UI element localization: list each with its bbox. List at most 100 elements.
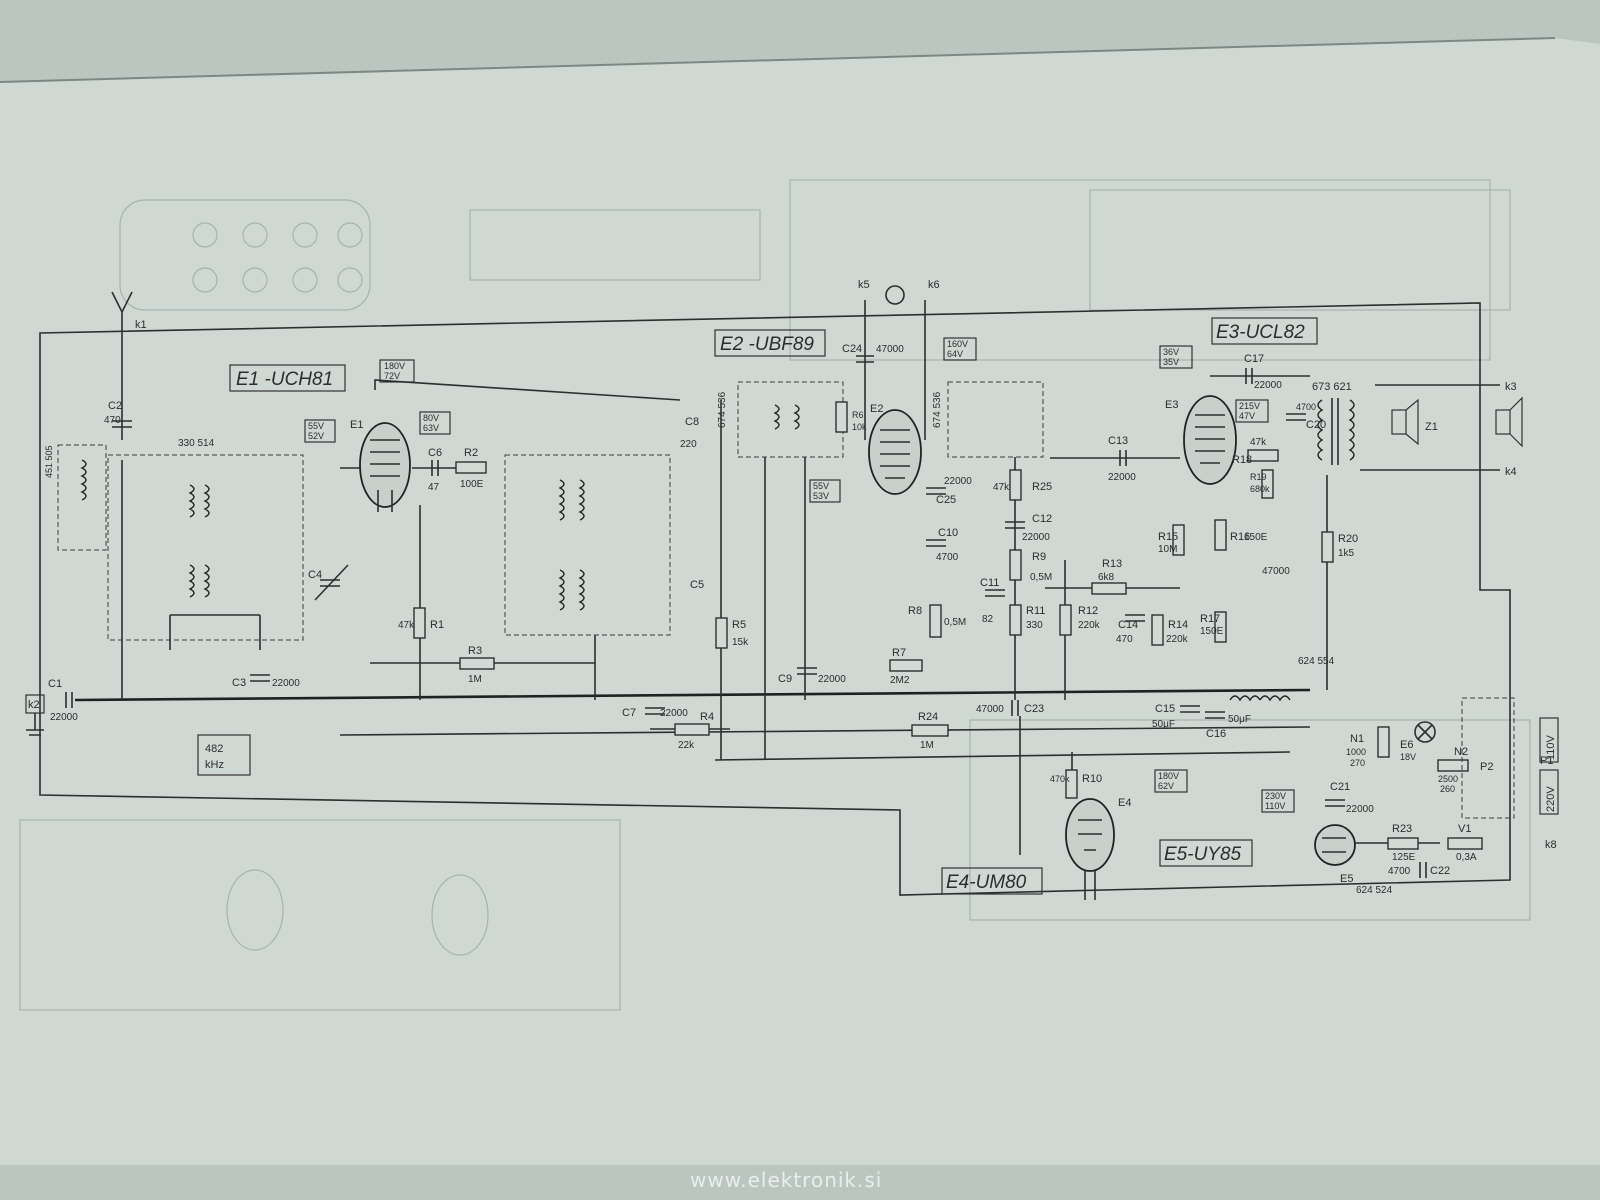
c13-value: 22000 <box>1108 472 1136 483</box>
e6-label: E6 <box>1400 739 1413 751</box>
e3-short: E3 <box>1165 399 1178 411</box>
capacitor-c15 <box>1180 705 1200 713</box>
k2-label: k2 <box>28 699 40 711</box>
capacitor-c11 <box>985 589 1005 597</box>
c19-value: 47000 <box>1262 566 1290 577</box>
r16-value: 150E <box>1244 532 1268 543</box>
if-frequency-box <box>197 734 251 776</box>
c17-value: 22000 <box>1254 380 1282 391</box>
c3-label: C3 <box>232 677 246 689</box>
if-transformer-2 <box>737 381 844 458</box>
c9-value: 22000 <box>818 674 846 685</box>
n1-label: N1 <box>1350 733 1364 745</box>
resistor-r17 <box>1214 611 1227 643</box>
if-value: 482 <box>205 743 223 755</box>
c15-value: 50μF <box>1152 719 1175 730</box>
e4-volts-a: 180V <box>1158 771 1179 781</box>
band-switch-box <box>107 454 304 641</box>
k6-label: k6 <box>928 279 940 291</box>
e2-short: E2 <box>870 403 883 415</box>
r8-value: 0,5M <box>944 617 966 628</box>
r23-value: 125E <box>1392 852 1416 863</box>
r15-label: R15 <box>1158 531 1178 543</box>
r3-label: R3 <box>468 645 482 657</box>
resistor-r5 <box>715 617 728 649</box>
c23-label: C23 <box>1024 703 1044 715</box>
capacitor-c6 <box>431 460 439 476</box>
e4-volts-a2: 62V <box>1158 781 1174 791</box>
capacitor-c23 <box>1011 700 1019 716</box>
r4-value: 22k <box>678 740 695 751</box>
tr1-code: 330 514 <box>178 438 215 449</box>
r15-value: 10M <box>1158 544 1177 555</box>
capacitor-c16 <box>1205 711 1225 719</box>
r3-value: 1M <box>468 674 482 685</box>
c12-value: 22000 <box>1022 532 1050 543</box>
tr3-code: 674 536 <box>932 391 943 428</box>
r25-label: R25 <box>1032 481 1052 493</box>
c8-value: 220 <box>680 439 697 450</box>
e1-volts-a2: 72V <box>384 371 400 381</box>
n2-value: 2500 <box>1438 774 1458 784</box>
resistor-r19 <box>1261 469 1274 499</box>
p1-label: P1 <box>1540 755 1553 767</box>
r24-value: 1M <box>920 740 934 751</box>
paper-sheet <box>0 38 1600 1165</box>
resistor-r24 <box>911 724 949 737</box>
c17-label: C17 <box>1244 353 1264 365</box>
mains-switch-box <box>1461 697 1515 819</box>
c2-label: C2 <box>108 400 122 412</box>
speaker-z1 <box>1391 409 1407 435</box>
v1-value: 0,3A <box>1456 852 1477 863</box>
r6-label: R6 <box>852 410 864 420</box>
k4-label: k4 <box>1505 466 1517 478</box>
e2-volts-a: 160V <box>947 339 968 349</box>
c8-label: C8 <box>685 416 699 428</box>
e1-volts-c2: 63V <box>423 423 439 433</box>
resistor-r1 <box>413 607 426 639</box>
r5-label: R5 <box>732 619 746 631</box>
e5-short: E5 <box>1340 873 1353 885</box>
r17-value: 150E <box>1200 626 1224 637</box>
antenna-symbol <box>111 291 133 333</box>
r16-label: R16 <box>1230 531 1250 543</box>
r2-label: R2 <box>464 447 478 459</box>
resistor-r11 <box>1009 604 1022 636</box>
tube-e1 <box>359 422 411 508</box>
c14-value: 470 <box>1116 634 1133 645</box>
r9-label: R9 <box>1032 551 1046 563</box>
potentiometer-r9 <box>1009 549 1022 581</box>
e4-label: E4-UM80 <box>946 872 1027 893</box>
capacitor-c12 <box>1005 521 1025 529</box>
n1-value2: 270 <box>1350 758 1365 768</box>
fuse-v1 <box>1447 837 1483 850</box>
c7-label: C7 <box>622 707 636 719</box>
heater-choke <box>1229 695 1291 702</box>
e5-label-box <box>1159 839 1253 867</box>
resistor-r15 <box>1172 524 1185 556</box>
c14-label: C14 <box>1118 619 1138 631</box>
resistor-r18 <box>1247 449 1279 462</box>
c20-label: C20 <box>1306 419 1326 431</box>
resistor-r13 <box>1091 582 1127 595</box>
e3-volts-b2: 47V <box>1239 411 1255 421</box>
c6-value: 47 <box>428 482 440 493</box>
capacitor-c21 <box>1325 799 1345 807</box>
capacitor-c2 <box>112 420 132 428</box>
r11-value: 330 <box>1026 620 1043 631</box>
r8-label: R8 <box>908 605 922 617</box>
e2-label: E2 -UBF89 <box>720 334 814 355</box>
r20-value: 1k5 <box>1338 548 1355 559</box>
c6-label: C6 <box>428 447 442 459</box>
r2-value: 100E <box>460 479 484 490</box>
tube-e5 <box>1314 824 1356 866</box>
r24-label: R24 <box>918 711 938 723</box>
if-unit: kHz <box>205 759 224 771</box>
hv-bus <box>339 726 1311 736</box>
mains-220-label: 220V <box>1545 786 1557 812</box>
c21-label: C21 <box>1330 781 1350 793</box>
c22-label: C22 <box>1430 865 1450 877</box>
pickup-socket <box>885 285 905 305</box>
r17-label: R17 <box>1200 613 1220 625</box>
capacitor-c20 <box>1286 413 1306 421</box>
